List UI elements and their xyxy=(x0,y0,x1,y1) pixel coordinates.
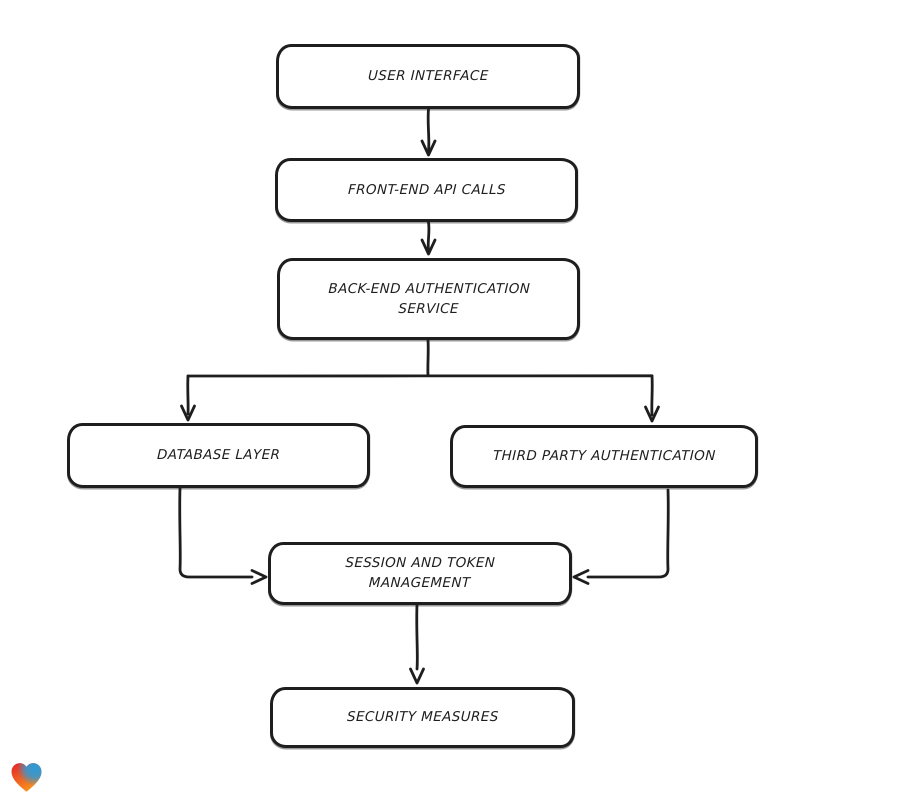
node-user-interface[interactable]: USER INTERFACE xyxy=(276,44,580,109)
node-database-layer[interactable]: DATABASE LAYER xyxy=(67,423,370,488)
arrow-third-party-to-session xyxy=(572,488,670,585)
heart-shape-blue-overlay xyxy=(11,763,42,792)
node-third-party-authentication[interactable]: THIRD PARTY AUTHENTICATION xyxy=(450,425,758,488)
node-front-end-api-calls[interactable]: FRONT-END API CALLS xyxy=(275,158,578,222)
node-label: USER INTERFACE xyxy=(367,68,489,85)
arrow-front-end-to-back-end xyxy=(420,220,437,256)
arrow-user-interface-to-front-end xyxy=(420,107,437,157)
node-label: BACK-END AUTHENTICATION SERVICE xyxy=(327,280,531,317)
node-label: DATABASE LAYER xyxy=(156,447,281,464)
node-session-and-token-management[interactable]: SESSION AND TOKEN MANAGEMENT xyxy=(268,542,572,605)
node-security-measures[interactable]: SECURITY MEASURES xyxy=(270,687,575,748)
eraser-heart-logo[interactable] xyxy=(9,760,44,795)
node-label: FRONT-END API CALLS xyxy=(347,181,506,198)
arrow-back-end-branch xyxy=(180,338,660,423)
arrow-session-to-security xyxy=(409,603,425,685)
node-back-end-authentication-service[interactable]: BACK-END AUTHENTICATION SERVICE xyxy=(277,258,580,340)
arrow-database-to-session xyxy=(178,486,268,585)
node-label: THIRD PARTY AUTHENTICATION xyxy=(492,448,716,465)
node-label: SESSION AND TOKEN MANAGEMENT xyxy=(345,555,496,592)
node-label: SECURITY MEASURES xyxy=(346,709,499,726)
